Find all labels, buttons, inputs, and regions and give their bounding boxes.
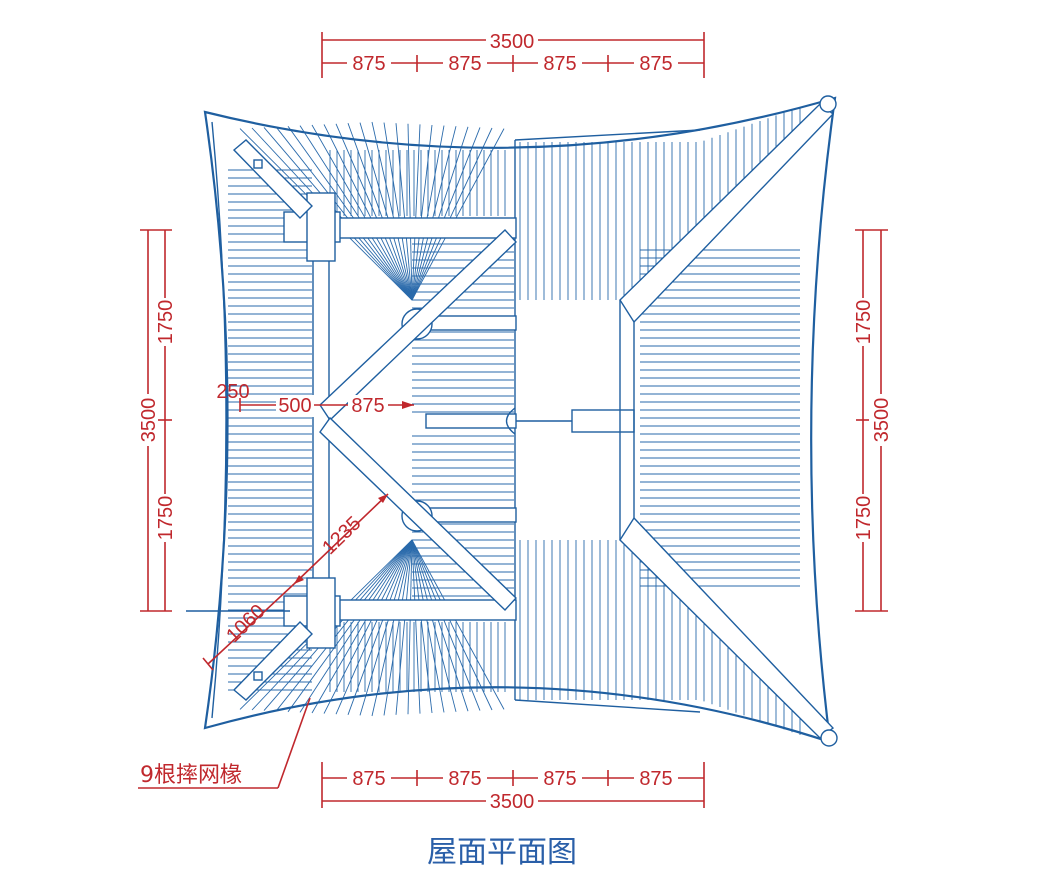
dim-bottom-total: 3500	[490, 791, 535, 813]
dim-right-seg-1: 1750	[853, 300, 875, 345]
dim-inner-875: 875	[351, 395, 384, 417]
dim-bottom-seg-1: 875	[352, 768, 385, 790]
dim-top-seg-1: 875	[352, 53, 385, 75]
roof-frame	[232, 95, 838, 747]
dim-left-total: 3500	[138, 398, 160, 443]
dim-top-seg-3: 875	[543, 53, 576, 75]
dim-top-total: 3500	[490, 31, 535, 53]
dim-bottom-seg-3: 875	[543, 768, 576, 790]
dim-top-seg-4: 875	[639, 53, 672, 75]
dimensions: 3500 875 875 875 875 875 875 875 875 350…	[136, 28, 893, 814]
rafter-note: 9根摔网椽	[138, 697, 311, 789]
dim-left-seg-1: 1750	[155, 300, 177, 345]
dim-right-total: 3500	[871, 398, 893, 443]
dim-right-seg-2: 1750	[853, 496, 875, 541]
dim-diag-1060: 1060	[222, 600, 269, 647]
dim-inner-250: 250	[216, 381, 249, 403]
dim-bottom-seg-4: 875	[639, 768, 672, 790]
dim-bottom-seg-2: 875	[448, 768, 481, 790]
dim-top-seg-2: 875	[448, 53, 481, 75]
dim-inner-500: 500	[278, 395, 311, 417]
rafter-note-text: 9根摔网椽	[140, 763, 242, 788]
roof-hatching	[228, 107, 801, 735]
drawing-title: 屋面平面图	[427, 835, 577, 870]
dim-left-seg-2: 1750	[155, 496, 177, 541]
